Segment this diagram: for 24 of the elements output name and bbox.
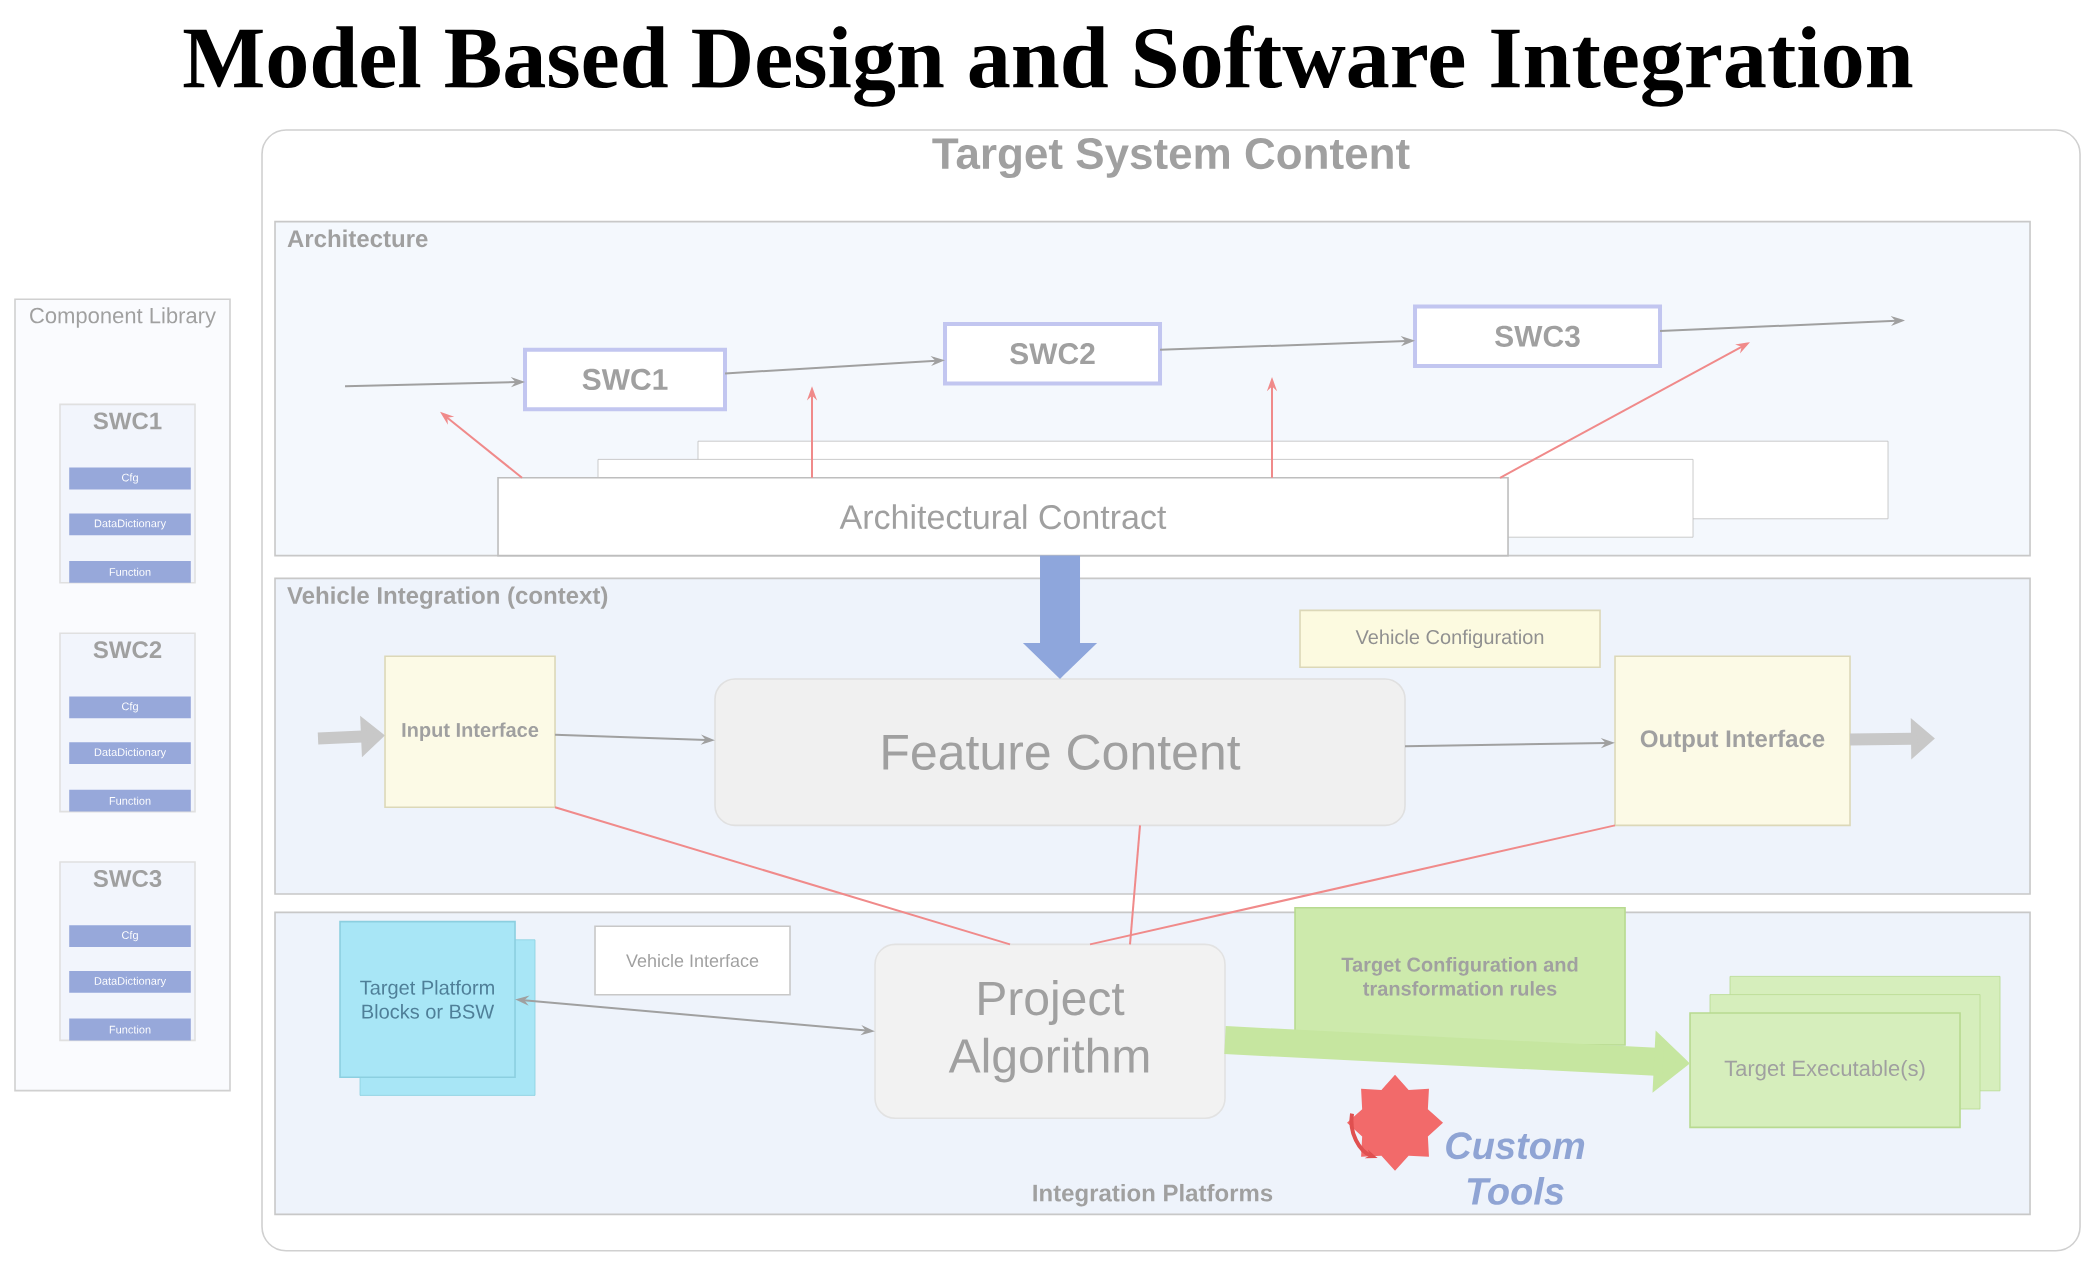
tag-bar: Function [69,1018,191,1041]
tag-bar: Cfg [69,467,191,490]
platform-box: Target Platform Blocks or BSW [339,920,536,1096]
component-box: SWC2 [943,322,1162,386]
executable-box: Target Executable(s) [1689,976,2001,1129]
configuration-box: Vehicle Configuration [1299,609,1601,668]
interface-box: Input Interface [384,655,556,808]
tag-bar: Function [69,789,191,812]
interface-box: Output Interface [1614,655,1851,827]
content-box: Feature Content [714,678,1406,827]
tag-bar: DataDictionary [69,513,191,536]
component-box: SWC3 [1413,304,1662,368]
contract-box: Architectural Contract [497,440,1889,557]
tag-bar: Cfg [69,696,191,719]
tools-label: Custom Tools [1347,1074,1585,1205]
document-box: Vehicle Interface [594,925,791,996]
tag-bar: Function [69,561,191,583]
title: Model Based Design and Software Integration [183,25,1913,107]
tag-bar: DataDictionary [69,742,191,764]
algorithm-box: Project Algorithm [874,943,1226,1119]
component-box: SWC1 [523,347,727,412]
tag-bar: Cfg [69,925,191,947]
rules-box: Target Configuration and transformation rules [1294,907,1626,1046]
tag-bar: DataDictionary [69,971,191,993]
